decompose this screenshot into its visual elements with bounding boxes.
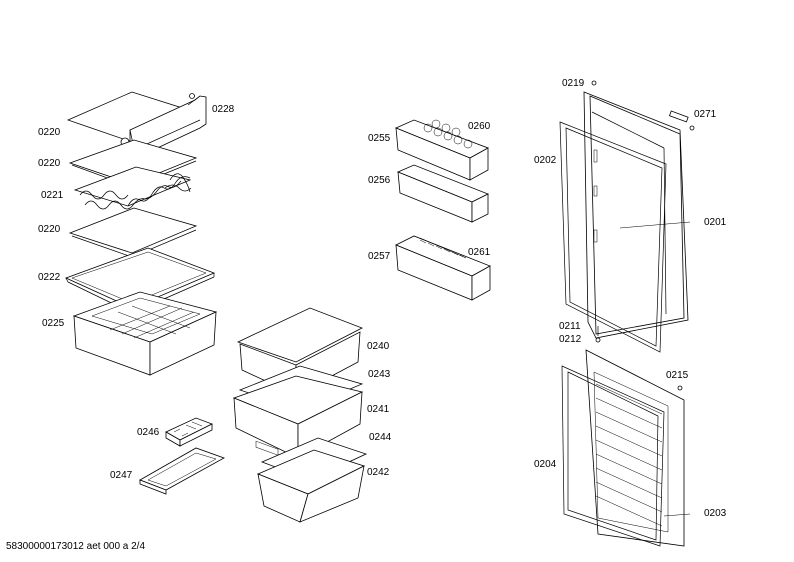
crisper-box-0225 (72, 291, 218, 376)
part-label-0242: 0242 (367, 467, 390, 478)
document-id-footer: 58300000173012 aet 000 a 2/4 (6, 541, 146, 552)
wine-rack-0221 (73, 166, 192, 210)
part-label-0256: 0256 (368, 175, 391, 186)
leader-lines (619, 221, 691, 517)
part-label-0255: 0255 (368, 133, 391, 144)
part-label-0243: 0243 (368, 369, 391, 380)
part-label-0221: 0221 (41, 190, 64, 201)
hinge-part-0271 (669, 110, 695, 131)
washer-0212 (595, 337, 601, 343)
part-label-0211: 0211 (559, 321, 581, 332)
upper-door-gasket-0202 (559, 121, 667, 353)
part-label-0225: 0225 (42, 318, 65, 329)
part-label-0204: 0204 (534, 459, 557, 470)
upper-door-0201 (583, 91, 689, 339)
part-label-0260: 0260 (468, 121, 491, 132)
part-label-0257: 0257 (368, 251, 391, 262)
part-label-0202: 0202 (534, 155, 557, 166)
part-label-0220: 0220 (38, 127, 61, 138)
freezer-drawer-0242 (256, 449, 366, 523)
hinge-part-0219 (591, 80, 597, 86)
part-label-0203: 0203 (704, 508, 727, 519)
part-label-0215: 0215 (666, 370, 689, 381)
part-label-0271: 0271 (694, 109, 717, 120)
part-label-0244: 0244 (369, 432, 392, 443)
part-label-0201: 0201 (704, 217, 727, 228)
part-label-0219: 0219 (562, 78, 585, 89)
lower-door-0203 (585, 349, 685, 547)
door-shelf-0257-bottle (395, 235, 491, 301)
ice-cube-tray-0246 (165, 417, 213, 447)
shelf-0220-bottom (68, 207, 198, 258)
lower-door-gasket-0204 (561, 365, 665, 547)
part-label-0222: 0222 (38, 272, 61, 283)
part-label-0220: 0220 (38, 224, 61, 235)
part-label-0228: 0228 (212, 104, 235, 115)
shelf-0228-with-frame (66, 91, 207, 159)
door-shelf-0256 (396, 164, 489, 223)
part-label-0261: 0261 (468, 247, 491, 258)
glass-shelf-0222 (64, 247, 216, 314)
part-label-0240: 0240 (367, 341, 390, 352)
hinge-part-0215 (677, 385, 683, 391)
part-label-0241: 0241 (367, 404, 390, 415)
part-label-0212: 0212 (559, 334, 582, 345)
part-label-0247: 0247 (110, 470, 133, 481)
part-label-0220: 0220 (38, 158, 61, 169)
door-shelf-0255-egg-tray (394, 119, 489, 181)
ice-tray-0247 (139, 447, 225, 495)
part-label-0246: 0246 (137, 427, 160, 438)
